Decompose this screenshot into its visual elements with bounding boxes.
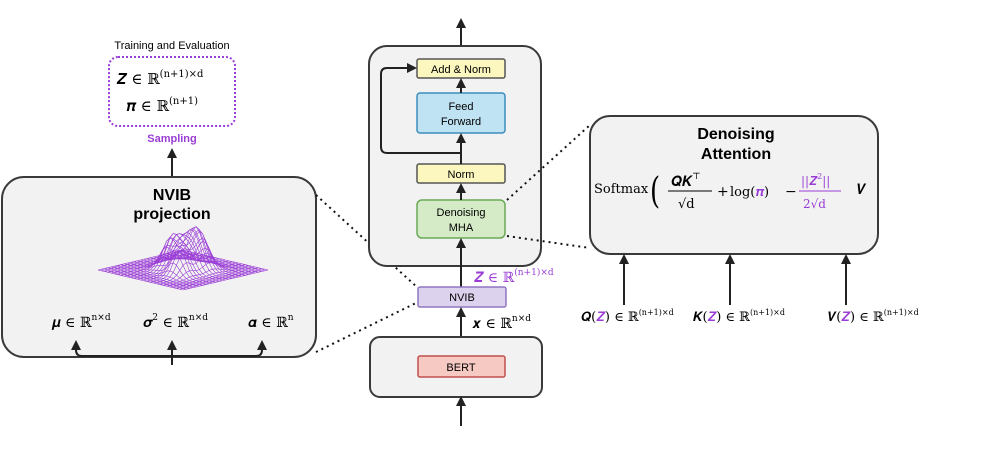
mesh-line: [97, 249, 184, 271]
pi-latent-label: 𝝅 ∈ ℝ(n+1): [126, 96, 198, 115]
attention-zoom-connector-bottom: [506, 235, 591, 249]
mu-param-label: 𝝁 ∈ ℝn×d: [51, 313, 111, 331]
plus-sign: +: [717, 184, 729, 200]
qk-numerator: 𝑸𝑲⊤: [671, 172, 701, 190]
mesh-line: [120, 254, 206, 276]
query-input-label: 𝑸(𝒁) ∈ ℝ(n+1)×d: [581, 308, 674, 325]
mesh-line: [173, 267, 259, 288]
sqrt-d-denominator: √d: [678, 197, 695, 212]
residual-connection-arrow: [380, 63, 461, 154]
alpha-branch-arrow: [172, 340, 267, 357]
denoising-mha-label-line1: Denoising: [437, 207, 486, 219]
x-input-label: 𝒙 ∈ ℝn×d: [472, 314, 531, 332]
mesh-line: [111, 252, 197, 274]
mesh-line: [182, 269, 269, 291]
mesh-line: [166, 265, 252, 287]
feed-forward-label-line1: Feed: [448, 101, 473, 113]
mesh-line: [117, 254, 203, 275]
denoising-attention-title: Denoising: [697, 126, 774, 143]
alpha-param-label: 𝜶 ∈ ℝn: [248, 313, 294, 331]
bert-box: [417, 355, 506, 378]
attention-formula: Softmax ( 𝑸𝑲⊤ √d + log(𝝅) − ||𝒁2|| 2√d )…: [594, 171, 867, 212]
log-pi-term: log(𝝅): [730, 185, 769, 200]
key-input-label: 𝑲(𝒁) ∈ ℝ(n+1)×d: [693, 308, 785, 325]
density-mesh-surface: [97, 226, 269, 291]
mesh-line: [156, 252, 242, 285]
nvib-projection-title: NVIB: [153, 187, 191, 204]
attention-zoom-connector-top: [506, 124, 591, 201]
norm-label: Norm: [448, 169, 475, 181]
sigma-param-label: 𝝈2 ∈ ℝn×d: [143, 313, 208, 331]
open-paren: (: [650, 171, 660, 212]
bert-label: BERT: [446, 362, 475, 374]
mesh-line: [107, 252, 193, 273]
z-input-label: 𝒁 ∈ ℝ(n+1)×d: [474, 267, 554, 286]
mesh-line: [163, 265, 249, 286]
nvib-label: NVIB: [449, 292, 475, 304]
add-norm-label: Add & Norm: [431, 64, 491, 76]
minus-sign: −: [785, 184, 797, 200]
feed-forward-label-line2: Forward: [441, 116, 481, 128]
mesh-line: [127, 245, 213, 278]
v-factor: 𝑽: [857, 182, 867, 198]
z-norm-numerator: ||𝒁2||: [801, 172, 830, 188]
latent-sample-box: [108, 56, 236, 127]
value-input-label: 𝑽(𝒁) ∈ ℝ(n+1)×d: [828, 308, 919, 325]
training-evaluation-title: Training and Evaluation: [114, 40, 229, 52]
denoising-attention-subtitle: Attention: [701, 146, 771, 163]
sampling-label: Sampling: [147, 133, 197, 145]
z-latent-label: 𝒁 ∈ ℝ(n+1)×d: [117, 69, 204, 88]
mesh-line: [124, 249, 210, 277]
mesh-line: [150, 230, 236, 283]
mesh-line: [179, 268, 265, 290]
softmax-label: Softmax: [594, 182, 649, 197]
nvib-zoom-connector-bottom: [315, 301, 419, 353]
nvib-projection-subtitle: projection: [133, 206, 210, 223]
mesh-line: [153, 241, 239, 284]
mesh-line: [176, 268, 262, 289]
denoising-mha-label-line2: MHA: [449, 222, 474, 234]
mu-branch-arrow: [71, 340, 173, 365]
mesh-line: [160, 262, 246, 285]
mesh-line: [169, 266, 255, 288]
nvib-zoom-connector-top: [315, 194, 419, 289]
two-sqrt-d-denominator: 2√d: [803, 197, 826, 211]
